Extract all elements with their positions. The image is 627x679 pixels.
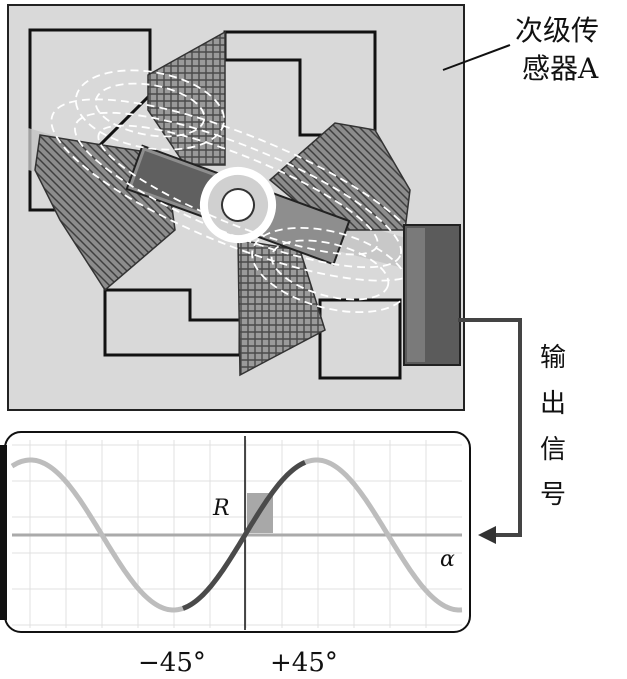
sensor-panel [7,4,511,411]
sensor-label-line1: 次级传 [515,14,599,47]
output-label-3: 信 [540,435,566,465]
output-label-4: 号 [540,480,566,510]
tick-label-right: +45° [270,648,338,678]
sensor-label-line2: 感器A [522,52,599,85]
sensor-pointer-line [442,44,511,71]
arrow-left-icon [478,526,496,544]
r-label: R [212,496,230,521]
output-label-1: 输 [540,343,566,373]
alpha-label: α [440,547,455,572]
linear-region-curve [182,460,307,611]
signal-graph: R α [0,431,471,633]
tick-label-left: −45° [138,648,206,678]
output-wire [458,318,522,537]
output-label-2: 出 [540,389,566,419]
rotor [125,144,351,266]
field-lines [50,69,426,314]
